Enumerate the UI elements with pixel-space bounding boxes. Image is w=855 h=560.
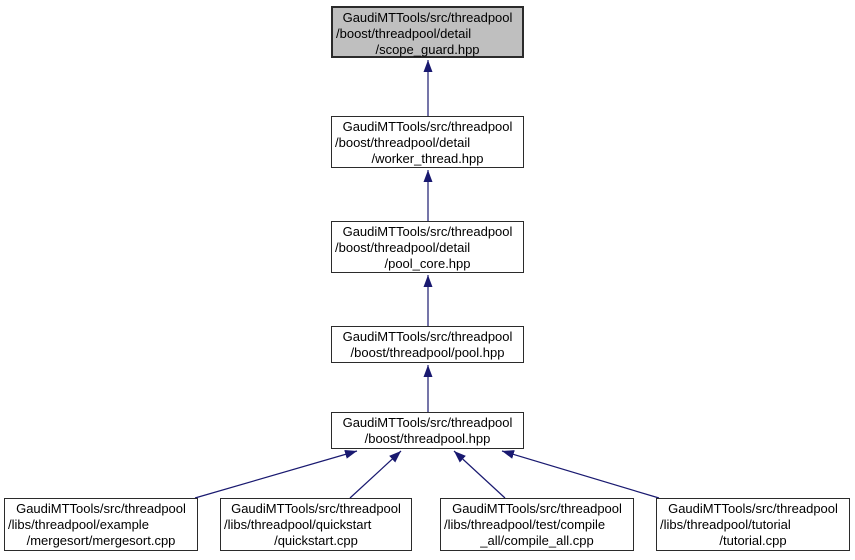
node-label-line: /quickstart.cpp bbox=[274, 533, 358, 548]
node-mergesort-cpp[interactable]: GaudiMTTools/src/threadpool /libs/thread… bbox=[4, 498, 198, 551]
node-worker-thread-hpp[interactable]: GaudiMTTools/src/threadpool /boost/threa… bbox=[331, 116, 524, 168]
node-label-line: /libs/threadpool/example bbox=[8, 517, 149, 532]
node-label-line: /libs/threadpool/quickstart bbox=[224, 517, 372, 532]
node-label-line: /worker_thread.hpp bbox=[371, 151, 484, 166]
node-scope-guard-hpp: GaudiMTTools/src/threadpool /boost/threa… bbox=[331, 6, 524, 58]
node-label-line: /boost/threadpool.hpp bbox=[364, 431, 491, 446]
node-label-line: GaudiMTTools/src/threadpool bbox=[231, 501, 401, 516]
node-label-line: GaudiMTTools/src/threadpool bbox=[342, 119, 513, 134]
node-pool-hpp[interactable]: GaudiMTTools/src/threadpool /boost/threa… bbox=[331, 326, 524, 363]
node-label-line: _all/compile_all.cpp bbox=[480, 533, 594, 548]
node-label-line: /libs/threadpool/test/compile bbox=[444, 517, 606, 532]
node-label-line: GaudiMTTools/src/threadpool bbox=[16, 501, 186, 516]
edge-mergesort-to-threadpool_hpp bbox=[194, 450, 358, 499]
node-label-line: GaudiMTTools/src/threadpool bbox=[668, 501, 838, 516]
node-label-line: /boost/threadpool/pool.hpp bbox=[350, 345, 505, 360]
edge-tutorial-to-threadpool_hpp bbox=[501, 450, 660, 499]
node-pool-core-hpp[interactable]: GaudiMTTools/src/threadpool /boost/threa… bbox=[331, 221, 524, 273]
edge-quickstart-to-threadpool_hpp bbox=[349, 450, 402, 499]
edge-compile_all-to-threadpool_hpp bbox=[453, 450, 506, 499]
node-compile-all-cpp[interactable]: GaudiMTTools/src/threadpool /libs/thread… bbox=[440, 498, 634, 551]
node-label-line: /boost/threadpool/detail bbox=[335, 135, 471, 150]
node-label-line: GaudiMTTools/src/threadpool bbox=[452, 501, 622, 516]
node-label-line: /scope_guard.hpp bbox=[375, 42, 480, 57]
node-label-line: /mergesort/mergesort.cpp bbox=[26, 533, 176, 548]
node-label-line: GaudiMTTools/src/threadpool bbox=[342, 415, 513, 430]
node-label-line: /tutorial.cpp bbox=[719, 533, 787, 548]
node-label-line: /libs/threadpool/tutorial bbox=[660, 517, 791, 532]
node-label-line: /boost/threadpool/detail bbox=[336, 26, 472, 41]
node-label-line: GaudiMTTools/src/threadpool bbox=[342, 224, 513, 239]
node-threadpool-hpp[interactable]: GaudiMTTools/src/threadpool /boost/threa… bbox=[331, 412, 524, 449]
node-label-line: GaudiMTTools/src/threadpool bbox=[342, 329, 513, 344]
node-label-line: GaudiMTTools/src/threadpool bbox=[342, 10, 513, 25]
node-tutorial-cpp[interactable]: GaudiMTTools/src/threadpool /libs/thread… bbox=[656, 498, 850, 551]
node-label-line: /boost/threadpool/detail bbox=[335, 240, 471, 255]
node-label-line: /pool_core.hpp bbox=[384, 256, 471, 271]
node-quickstart-cpp[interactable]: GaudiMTTools/src/threadpool /libs/thread… bbox=[220, 498, 412, 551]
